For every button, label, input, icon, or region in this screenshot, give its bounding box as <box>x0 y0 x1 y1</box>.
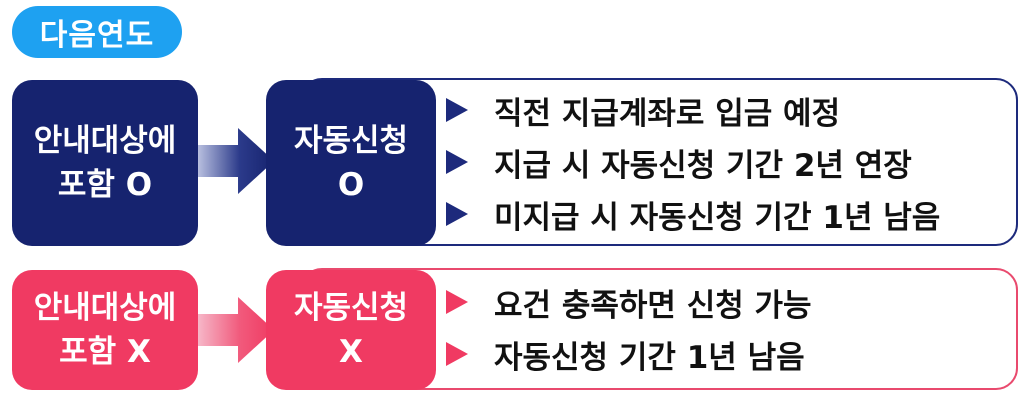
triangle-bullet-icon <box>446 290 468 314</box>
row1-bullet-text: 지급 시 자동신청 기간 2년 연장 <box>494 147 912 184</box>
row2-arrow <box>198 297 274 363</box>
next-year-label: 다음연도 <box>12 6 182 58</box>
row2-bullet-text: 요건 충족하면 신청 가능 <box>494 287 812 324</box>
row1-bullet-item: 지급 시 자동신청 기간 2년 연장 <box>446 136 940 188</box>
triangle-bullet-icon <box>446 202 468 226</box>
row2-not-included-line1: 안내대상에 <box>33 290 177 326</box>
row1-bullet-list: 직전 지급계좌로 입금 예정 지급 시 자동신청 기간 2년 연장 미지급 시 … <box>446 84 940 240</box>
row2-bullet-text: 자동신청 기간 1년 남음 <box>494 339 805 376</box>
triangle-bullet-icon <box>446 150 468 174</box>
row1-auto-apply-box: 자동신청 O <box>266 80 436 246</box>
row1-auto-apply-line2: O <box>337 167 365 203</box>
row1-bullet-text: 미지급 시 자동신청 기간 1년 남음 <box>494 199 941 236</box>
row1-bullet-item: 직전 지급계좌로 입금 예정 <box>446 84 940 136</box>
row2-bullet-item: 자동신청 기간 1년 남음 <box>446 328 812 380</box>
row2-not-included-line2: 포함 X <box>59 334 151 370</box>
row2-bullet-item: 요건 충족하면 신청 가능 <box>446 276 812 328</box>
row2-not-included-box: 안내대상에 포함 X <box>12 270 198 390</box>
row1-bullet-text: 직전 지급계좌로 입금 예정 <box>494 95 841 132</box>
row1-included-line2: 포함 O <box>57 167 153 203</box>
row1-bullet-item: 미지급 시 자동신청 기간 1년 남음 <box>446 188 940 240</box>
triangle-bullet-icon <box>446 98 468 122</box>
row2-auto-apply-box: 자동신청 X <box>266 270 436 390</box>
next-year-label-text: 다음연도 <box>39 18 155 53</box>
triangle-bullet-icon <box>446 342 468 366</box>
row2-auto-apply-line2: X <box>339 334 363 370</box>
row1-arrow <box>198 128 274 194</box>
row1-included-line1: 안내대상에 <box>33 123 177 159</box>
row1-included-box: 안내대상에 포함 O <box>12 80 198 246</box>
row1-auto-apply-line1: 자동신청 <box>293 123 409 159</box>
row2-bullet-list: 요건 충족하면 신청 가능 자동신청 기간 1년 남음 <box>446 276 812 380</box>
row2-auto-apply-line1: 자동신청 <box>293 290 409 326</box>
